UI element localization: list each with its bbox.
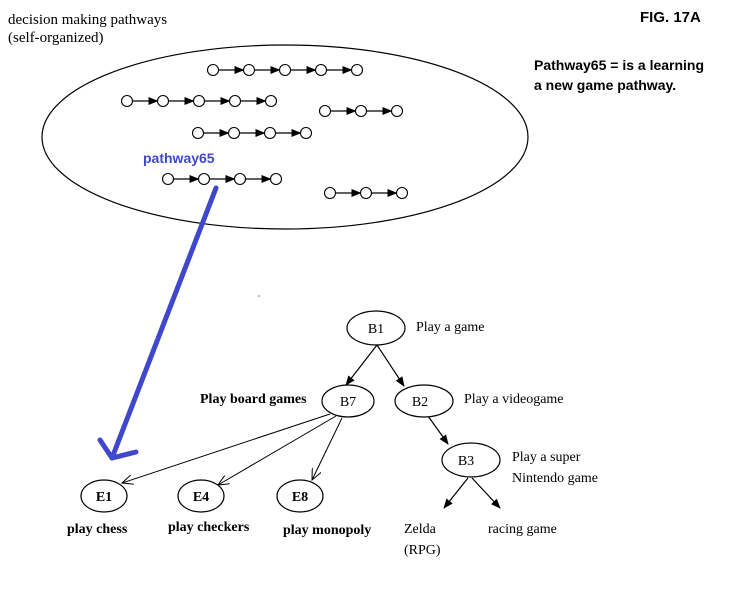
pathway-node <box>264 94 278 108</box>
node-b7-desc: Play board games <box>200 392 307 407</box>
node-e4-desc: play checkers <box>168 520 250 535</box>
pathway-chain-p2 <box>120 94 278 108</box>
pathway-node <box>192 94 206 108</box>
figure-label: FIG. 17A <box>640 9 701 26</box>
pathway-node <box>318 104 332 118</box>
node-b1-label: B1 <box>368 322 384 337</box>
pathway-node <box>263 126 277 140</box>
node-e8: E8 <box>276 479 324 513</box>
node-e1-label: E1 <box>96 490 112 505</box>
node-b1-desc: Play a game <box>416 320 484 335</box>
node-b1: B1 <box>346 310 406 346</box>
pathway-node <box>233 172 247 186</box>
edge-b7-e1 <box>122 413 331 483</box>
pathway-node <box>354 104 368 118</box>
pathway-node <box>395 186 409 200</box>
pathway-node <box>227 126 241 140</box>
pathway-node <box>269 172 283 186</box>
pathway65-arrow <box>97 185 219 461</box>
edge-b2-b3 <box>427 415 449 445</box>
node-b7: B7 <box>321 384 375 418</box>
node-e4: E4 <box>177 479 225 513</box>
pathway-node <box>390 104 404 118</box>
pathway-chain-p6 <box>323 186 409 200</box>
stray-dot <box>258 295 260 297</box>
node-b2-desc: Play a videogame <box>464 392 564 407</box>
node-b3-desc-line1: Play a super <box>512 450 581 465</box>
pathway65-label: pathway65 <box>143 150 215 166</box>
edge-b1-b7 <box>345 344 378 386</box>
cloud-caption-line1: decision making pathways <box>8 12 167 28</box>
edge-b7-e8 <box>312 417 343 480</box>
node-b3-label: B3 <box>458 454 474 469</box>
node-e8-label: E8 <box>292 490 308 505</box>
edge-b7-e4 <box>218 415 337 485</box>
edge-b3-zelda <box>443 477 469 509</box>
leaf-zelda-line2: (RPG) <box>404 543 441 558</box>
pathway-node <box>206 63 220 77</box>
node-e8-desc: play monopoly <box>283 523 371 538</box>
edge-b3-racing <box>471 477 501 509</box>
leaf-racing-game: racing game <box>488 522 557 537</box>
node-b7-label: B7 <box>340 395 356 410</box>
pathway-node <box>350 63 364 77</box>
pathway-chain-p3 <box>318 104 404 118</box>
pathway-chain-p5 <box>161 172 283 186</box>
edge-b1-b2 <box>376 344 405 387</box>
pathway-node <box>323 186 337 200</box>
node-b3: B3 <box>441 442 501 478</box>
pathway-chains <box>120 63 409 200</box>
cloud-caption-line2: (self-organized) <box>8 30 104 46</box>
pathway-node <box>197 172 211 186</box>
pathway-node <box>359 186 373 200</box>
note-line1: Pathway65 = is a learning <box>534 57 704 73</box>
node-b3-desc-line2: Nintendo game <box>512 471 598 486</box>
pathway-node <box>156 94 170 108</box>
node-b2-label: B2 <box>412 395 428 410</box>
pathway-node <box>278 63 292 77</box>
pathway-node <box>314 63 328 77</box>
pathway-chain-p1 <box>206 63 364 77</box>
note-line2: a new game pathway. <box>534 77 676 93</box>
leaf-zelda-line1: Zelda <box>404 522 437 537</box>
pathway-chain-p4 <box>191 126 313 140</box>
pathway-node <box>191 126 205 140</box>
node-e1: E1 <box>80 479 128 513</box>
node-e4-label: E4 <box>193 490 209 505</box>
pathway-node <box>242 63 256 77</box>
pathway-node <box>299 126 313 140</box>
pathway-node <box>161 172 175 186</box>
tree-edges <box>122 344 501 509</box>
pathway-node <box>120 94 134 108</box>
node-e1-desc: play chess <box>67 522 128 537</box>
pathway-node <box>228 94 242 108</box>
node-b2: B2 <box>394 384 454 418</box>
pathway-cloud <box>41 44 529 230</box>
